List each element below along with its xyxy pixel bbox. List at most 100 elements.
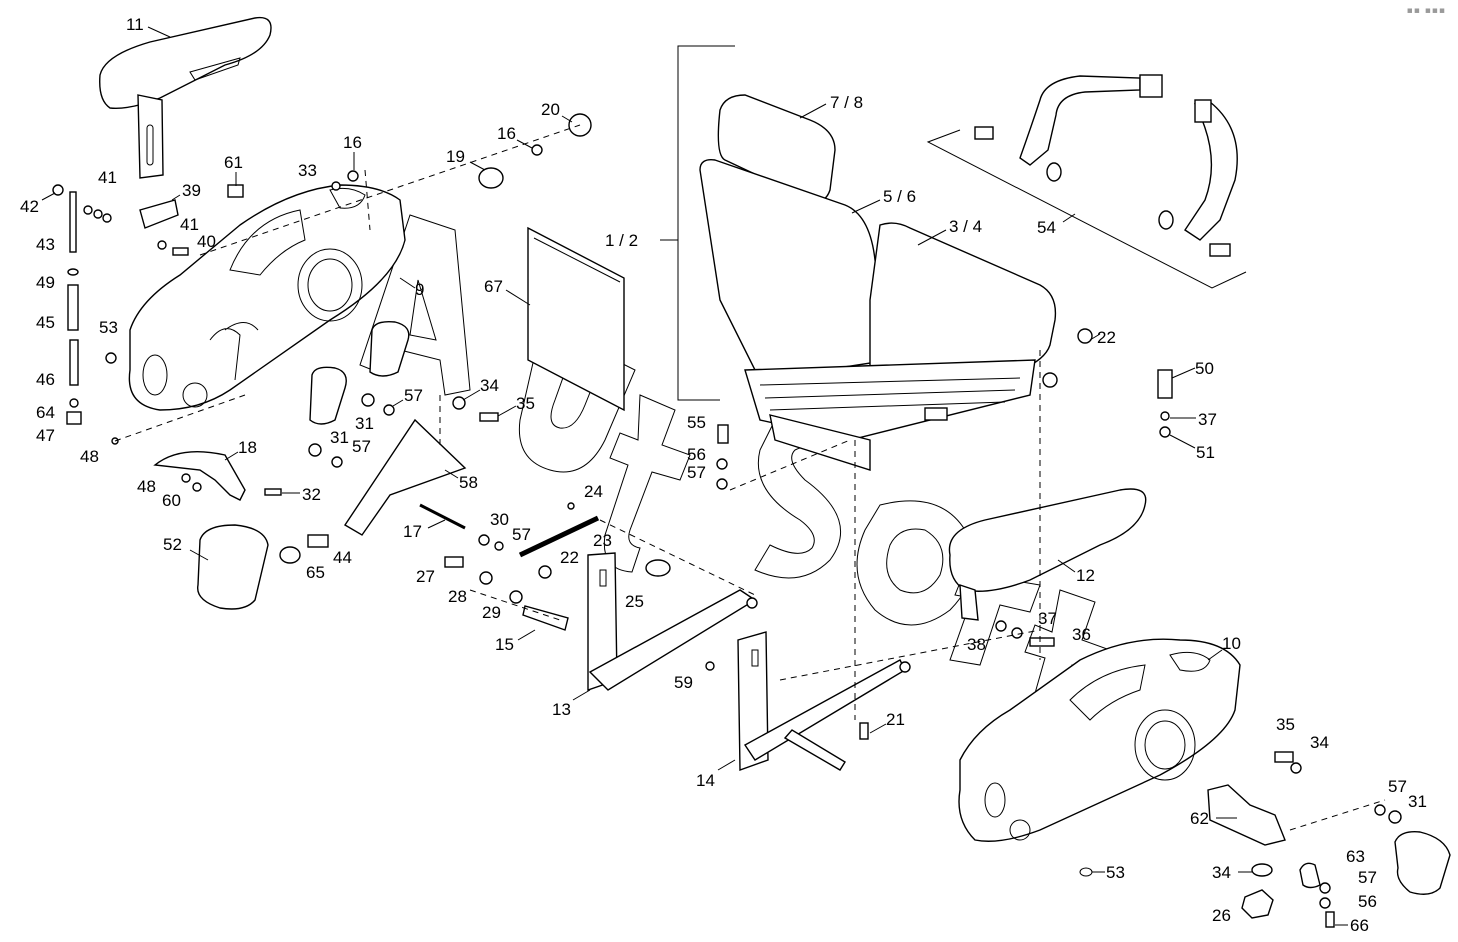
callout-56b[interactable]: 56 (1358, 892, 1377, 911)
callout-51[interactable]: 51 (1169, 434, 1215, 462)
callout-59[interactable]: 59 (674, 673, 693, 692)
callout-28[interactable]: 28 (448, 587, 467, 606)
callout-48b[interactable]: 48 (137, 477, 156, 496)
callout-48[interactable]: 48 (80, 447, 99, 466)
callout-29[interactable]: 29 (482, 603, 501, 622)
callout-46[interactable]: 46 (36, 370, 55, 389)
callout-41b[interactable]: 41 (180, 215, 199, 234)
callout-16b[interactable]: 16 (497, 124, 533, 149)
callout-57c[interactable]: 57 (687, 463, 706, 482)
callout-65[interactable]: 65 (306, 563, 325, 582)
callout-62[interactable]: 62 (1190, 809, 1237, 828)
seat-belt[interactable] (926, 74, 1247, 289)
callout-35b[interactable]: 35 (1276, 715, 1295, 734)
callout-18[interactable]: 18 (224, 438, 257, 461)
svg-text:43: 43 (36, 235, 55, 254)
callout-3-4[interactable]: 3 / 4 (917, 217, 982, 246)
callout-63[interactable]: 63 (1346, 847, 1365, 866)
console-right[interactable] (958, 638, 1241, 842)
callout-58[interactable]: 58 (444, 469, 478, 492)
callout-37[interactable]: 37 (1170, 410, 1217, 429)
svg-text:49: 49 (36, 273, 55, 292)
callout-31c[interactable]: 31 (1408, 792, 1427, 811)
svg-text:60: 60 (162, 491, 181, 510)
callout-47[interactable]: 47 (36, 426, 55, 445)
console-left[interactable] (128, 184, 406, 411)
callout-26[interactable]: 26 (1212, 906, 1231, 925)
callout-52[interactable]: 52 (163, 535, 209, 561)
callout-19[interactable]: 19 (446, 147, 486, 171)
callout-14[interactable]: 14 (696, 759, 736, 790)
callout-22[interactable]: 22 (1089, 328, 1116, 347)
callout-16[interactable]: 16 (343, 133, 362, 170)
callout-15[interactable]: 15 (495, 629, 536, 654)
callout-43[interactable]: 43 (36, 235, 55, 254)
callout-1-2[interactable]: 1 / 2 (605, 231, 638, 250)
svg-text:53: 53 (99, 318, 118, 337)
callout-23[interactable]: 23 (593, 531, 612, 550)
callout-50[interactable]: 50 (1171, 359, 1214, 379)
callout-57b[interactable]: 57 (352, 437, 371, 456)
callout-33[interactable]: 33 (298, 161, 317, 180)
svg-text:23: 23 (593, 531, 612, 550)
callout-34c[interactable]: 34 (1212, 863, 1252, 882)
callout-45[interactable]: 45 (36, 313, 55, 332)
callout-12[interactable]: 12 (1057, 559, 1095, 585)
callout-57d[interactable]: 57 (512, 525, 531, 544)
callout-24[interactable]: 24 (584, 482, 603, 501)
svg-text:28: 28 (448, 587, 467, 606)
callout-17[interactable]: 17 (403, 519, 446, 541)
bracket-13[interactable] (587, 552, 758, 691)
document-holder[interactable] (527, 226, 625, 412)
callout-21[interactable]: 21 (869, 710, 905, 734)
svg-text:52: 52 (163, 535, 182, 554)
callout-38[interactable]: 38 (967, 635, 986, 654)
callout-54[interactable]: 54 (1037, 213, 1076, 237)
callout-53[interactable]: 53 (99, 318, 118, 337)
bracket-14[interactable] (737, 631, 911, 771)
callout-41[interactable]: 41 (98, 168, 117, 187)
corner-indicator: ▪▪ ▪▪▪ (1406, 6, 1446, 16)
callout-57[interactable]: 57 (392, 386, 423, 407)
callout-34b[interactable]: 34 (1310, 733, 1329, 752)
callout-44[interactable]: 44 (333, 548, 352, 567)
armrest-right[interactable] (948, 488, 1147, 621)
svg-text:26: 26 (1212, 906, 1231, 925)
callout-61[interactable]: 61 (224, 153, 243, 186)
callout-13[interactable]: 13 (552, 689, 591, 719)
callout-57f[interactable]: 57 (1358, 868, 1377, 887)
callout-31[interactable]: 31 (355, 414, 374, 433)
callout-35[interactable]: 35 (497, 394, 535, 417)
callout-7-8[interactable]: 7 / 8 (799, 93, 863, 119)
callout-53b[interactable]: 53 (1092, 863, 1125, 882)
callout-31b[interactable]: 31 (330, 428, 349, 447)
callout-49[interactable]: 49 (36, 273, 55, 292)
callout-55[interactable]: 55 (687, 413, 706, 432)
callout-9[interactable]: 9 (399, 277, 424, 299)
callout-11[interactable]: 11 (126, 15, 171, 38)
callout-27[interactable]: 27 (416, 567, 435, 586)
callout-34[interactable]: 34 (462, 376, 499, 401)
callout-56[interactable]: 56 (687, 445, 706, 464)
callout-40[interactable]: 40 (197, 232, 216, 251)
callout-67[interactable]: 67 (484, 277, 531, 306)
callout-10[interactable]: 10 (1207, 634, 1241, 661)
callout-25[interactable]: 25 (625, 592, 644, 611)
callout-64[interactable]: 64 (36, 403, 55, 422)
callout-66[interactable]: 66 (1335, 916, 1369, 935)
callout-57e[interactable]: 57 (1388, 777, 1407, 796)
callout-5-6[interactable]: 5 / 6 (851, 187, 916, 214)
armrest-left[interactable] (99, 16, 272, 179)
callout-30[interactable]: 30 (490, 510, 509, 529)
callout-32[interactable]: 32 (282, 485, 321, 504)
callout-22b[interactable]: 22 (560, 548, 579, 567)
callout-20[interactable]: 20 (541, 100, 573, 123)
callout-60[interactable]: 60 (162, 491, 181, 510)
backrest (699, 159, 891, 381)
callout-37b[interactable]: 37 (1038, 609, 1057, 628)
svg-text:57: 57 (1358, 868, 1377, 887)
callout-36[interactable]: 36 (1072, 625, 1091, 644)
callout-39[interactable]: 39 (171, 181, 201, 201)
seat[interactable] (699, 94, 1057, 471)
callout-42[interactable]: 42 (20, 192, 56, 216)
